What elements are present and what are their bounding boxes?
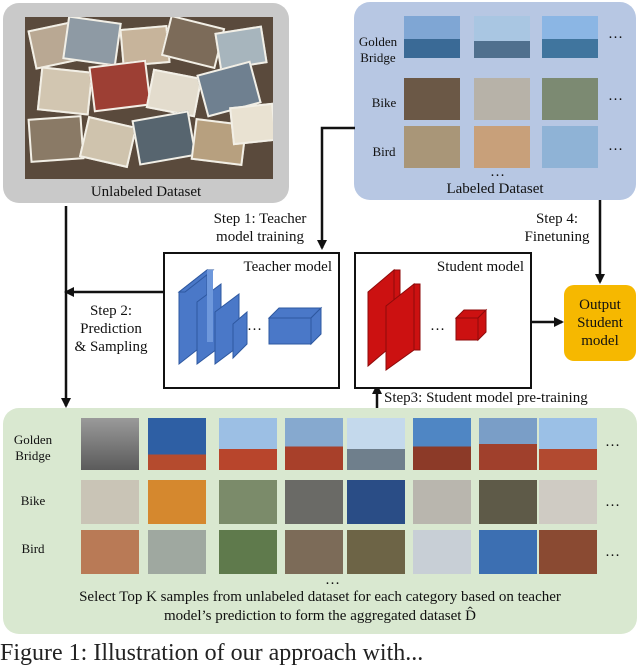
labeled-bridge-thumb (474, 16, 530, 58)
teacher-layers-ellipsis: … (247, 318, 262, 334)
aggregated-bird-thumb (539, 530, 597, 574)
teacher-network-icon (177, 268, 323, 366)
aggregated-bird-thumb (413, 530, 471, 574)
labeled-dataset-label: Labeled Dataset (446, 181, 544, 197)
teacher-model-title: Teacher model (243, 259, 332, 275)
step2-label: Step 2: Prediction & Sampling (74, 303, 148, 355)
aggregated-bird-thumb (219, 530, 277, 574)
aggregated-bridge-thumb (285, 418, 343, 470)
figure-caption: Figure 1: Illustration of our approach w… (0, 640, 424, 666)
aggregated-dataset-panel: Golden Bridge Bike Bird … … … … Select T… (3, 408, 637, 634)
labeled-row-ellipsis: … (608, 88, 624, 104)
aggregated-bike-thumb (148, 480, 206, 524)
aggregated-row-label-bike: Bike (20, 493, 46, 508)
aggregated-bridge-thumb (347, 418, 405, 470)
student-model-title: Student model (436, 259, 524, 275)
aggregated-bike-thumb (81, 480, 139, 524)
unlabeled-photo-pile-image (25, 17, 273, 179)
aggregated-row-ellipsis: … (605, 544, 621, 560)
labeled-bike-thumb (404, 78, 460, 120)
aggregated-row-label-bird: Bird (21, 541, 45, 556)
aggregated-dataset-caption: Select Top K samples from unlabeled data… (79, 589, 561, 624)
labeled-row-label-bike: Bike (371, 95, 397, 110)
aggregated-column-ellipsis: … (325, 572, 341, 588)
unlabeled-dataset-panel: Unlabeled Dataset (3, 3, 289, 203)
labeled-bird-thumb (404, 126, 460, 168)
aggregated-row-ellipsis: … (605, 434, 621, 450)
aggregated-bike-thumb (413, 480, 471, 524)
step3-label: Step3: Student model pre-training (384, 390, 588, 406)
aggregated-bike-thumb (479, 480, 537, 524)
aggregated-bridge-thumb (539, 418, 597, 470)
student-layers-ellipsis: … (430, 318, 445, 334)
output-student-model-label: Output Student model (577, 297, 623, 349)
aggregated-bridge-thumb (81, 418, 139, 470)
aggregated-bridge-thumb (479, 418, 537, 470)
aggregated-bridge-thumb (148, 418, 206, 470)
labeled-bird-thumb (474, 126, 530, 168)
aggregated-bridge-thumb (413, 418, 471, 470)
aggregated-bird-thumb (148, 530, 206, 574)
aggregated-bike-thumb (539, 480, 597, 524)
labeled-row-ellipsis: … (608, 138, 624, 154)
labeled-dataset-panel: Golden Bridge Bike Bird … … … … Labeled … (354, 2, 636, 200)
aggregated-bird-thumb (479, 530, 537, 574)
step4-label: Step 4: Finetuning (524, 211, 590, 245)
labeled-bridge-thumb (404, 16, 460, 58)
aggregated-bird-thumb (285, 530, 343, 574)
aggregated-bike-thumb (219, 480, 277, 524)
labeled-bird-thumb (542, 126, 598, 168)
teacher-model-box: Teacher model … (163, 252, 340, 389)
step1-arrow (317, 126, 355, 250)
labeled-bridge-thumb (542, 16, 598, 58)
aggregated-bird-thumb (81, 530, 139, 574)
student-network-icon (367, 268, 488, 371)
output-student-model-box: Output Student model (564, 285, 636, 361)
step1-label: Step 1: Teacher model training (213, 211, 307, 245)
aggregated-bike-thumb (285, 480, 343, 524)
labeled-bike-thumb (474, 78, 530, 120)
aggregated-bike-thumb (347, 480, 405, 524)
labeled-column-ellipsis: … (490, 164, 506, 180)
labeled-row-ellipsis: … (608, 26, 624, 42)
aggregated-bridge-thumb (219, 418, 277, 470)
aggregated-row-ellipsis: … (605, 494, 621, 510)
aggregated-row-label-golden-bridge: Golden Bridge (13, 432, 53, 463)
labeled-row-label-golden-bridge: Golden Bridge (358, 34, 398, 65)
labeled-row-label-bird: Bird (372, 144, 396, 159)
unlabeled-dataset-label: Unlabeled Dataset (90, 184, 202, 200)
aggregated-bird-thumb (347, 530, 405, 574)
student-model-box: Student model … (354, 252, 532, 389)
labeled-bike-thumb (542, 78, 598, 120)
